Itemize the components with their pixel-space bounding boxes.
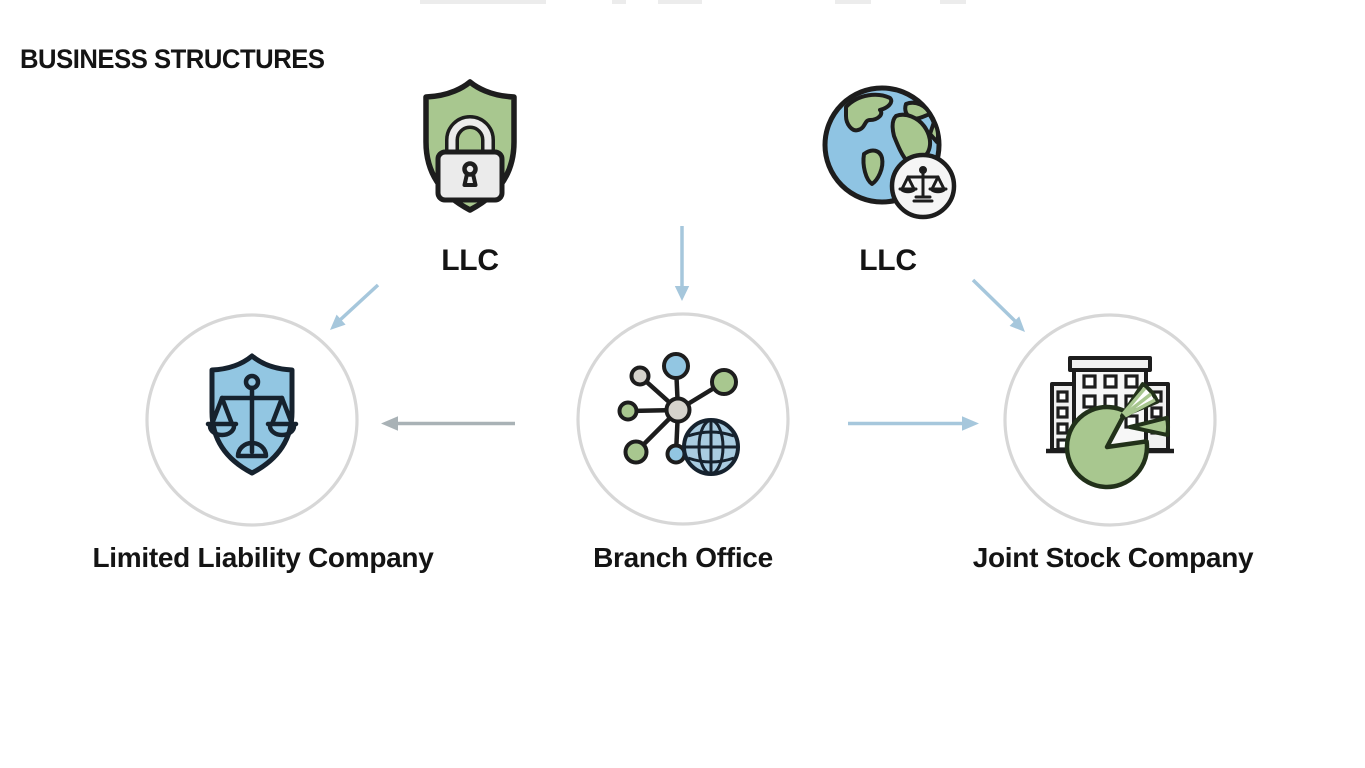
arrow-branch-to-joint [848,416,979,431]
label-branch-office: Branch Office [593,542,773,573]
network-globe-icon [617,352,740,476]
label-limited-liability-company: Limited Liability Company [92,542,434,573]
label-joint-stock-company: Joint Stock Company [972,542,1254,573]
top-cutoff-fragments [420,0,966,4]
page-title: BUSINESS STRUCTURES [20,44,325,74]
shield-lock-icon [423,79,517,213]
wireframe-globe [682,418,740,476]
arrow-llc-to-limited [330,283,380,330]
label-llc-shield: LLC [441,244,499,277]
shield-scales-icon [205,353,299,476]
pie-chart [1064,382,1171,490]
arrow-top-to-branch [674,226,690,301]
globe-scales-icon [822,85,957,220]
arrow-llc-to-joint [971,278,1025,332]
arrow-branch-to-limited [381,416,515,431]
label-llc-globe: LLC [859,244,917,277]
buildings-pie-icon [1046,356,1174,490]
